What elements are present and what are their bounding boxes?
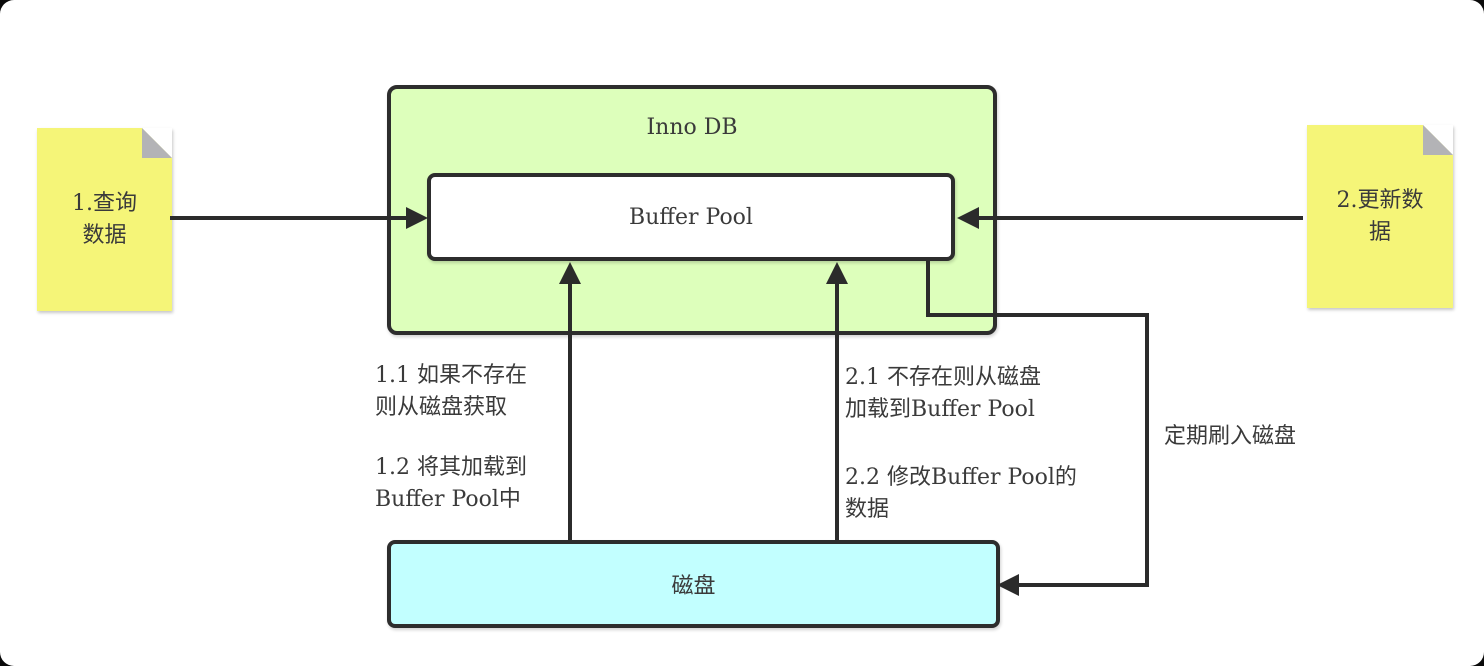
note-query-line1: 1.查询 xyxy=(72,191,137,217)
arrowhead-left-icon xyxy=(957,207,979,229)
buffer-pool-box: Buffer Pool xyxy=(427,173,955,261)
note-update-line1: 2.更新数 xyxy=(1336,188,1424,214)
arrowhead-left-icon xyxy=(997,574,1019,596)
load-arrow-2 xyxy=(835,276,839,540)
flush-path-segment-2 xyxy=(926,313,1149,317)
arrowhead-up-icon xyxy=(559,262,581,284)
annotation-1-1: 1.1 如果不存在 则从磁盘获取 xyxy=(375,360,527,424)
note-query-line2: 数据 xyxy=(82,222,127,248)
disk-label: 磁盘 xyxy=(671,574,716,599)
annotation-1-1-line1: 1.1 如果不存在 xyxy=(375,363,527,388)
annotation-flush: 定期刷入磁盘 xyxy=(1164,424,1297,449)
innodb-title: Inno DB xyxy=(646,115,738,140)
note-query: 1.查询 数据 xyxy=(37,128,172,311)
annotation-2-1-line2: 加载到Buffer Pool xyxy=(845,396,1035,422)
annotation-2-2-line2: 数据 xyxy=(845,496,890,522)
flush-path-segment-3 xyxy=(1145,313,1149,587)
note-update: 2.更新数 据 xyxy=(1307,125,1453,308)
annotation-2-1-line1: 2.1 不存在则从磁盘 xyxy=(845,365,1041,390)
annotation-2-2: 2.2 修改Buffer Pool的 数据 xyxy=(845,462,1077,526)
disk-box: 磁盘 xyxy=(387,540,1000,628)
query-arrow xyxy=(170,216,408,220)
arrowhead-right-icon xyxy=(406,207,428,229)
update-arrow xyxy=(979,216,1303,220)
buffer-pool-label: Buffer Pool xyxy=(629,204,753,230)
annotation-1-2-line1: 1.2 将其加载到 xyxy=(375,455,527,480)
load-arrow-1 xyxy=(568,276,572,540)
annotation-1-2: 1.2 将其加载到 Buffer Pool中 xyxy=(375,452,527,516)
note-update-line2: 据 xyxy=(1368,219,1391,245)
flush-path-segment-1 xyxy=(926,261,930,317)
annotation-1-1-line2: 则从磁盘获取 xyxy=(375,394,508,420)
annotation-2-1: 2.1 不存在则从磁盘 加载到Buffer Pool xyxy=(845,362,1041,426)
flush-path-segment-4 xyxy=(1017,583,1149,587)
arrowhead-up-icon xyxy=(826,262,848,284)
annotation-1-2-line2: Buffer Pool中 xyxy=(375,486,521,512)
annotation-2-2-line1: 2.2 修改Buffer Pool的 xyxy=(845,465,1077,490)
